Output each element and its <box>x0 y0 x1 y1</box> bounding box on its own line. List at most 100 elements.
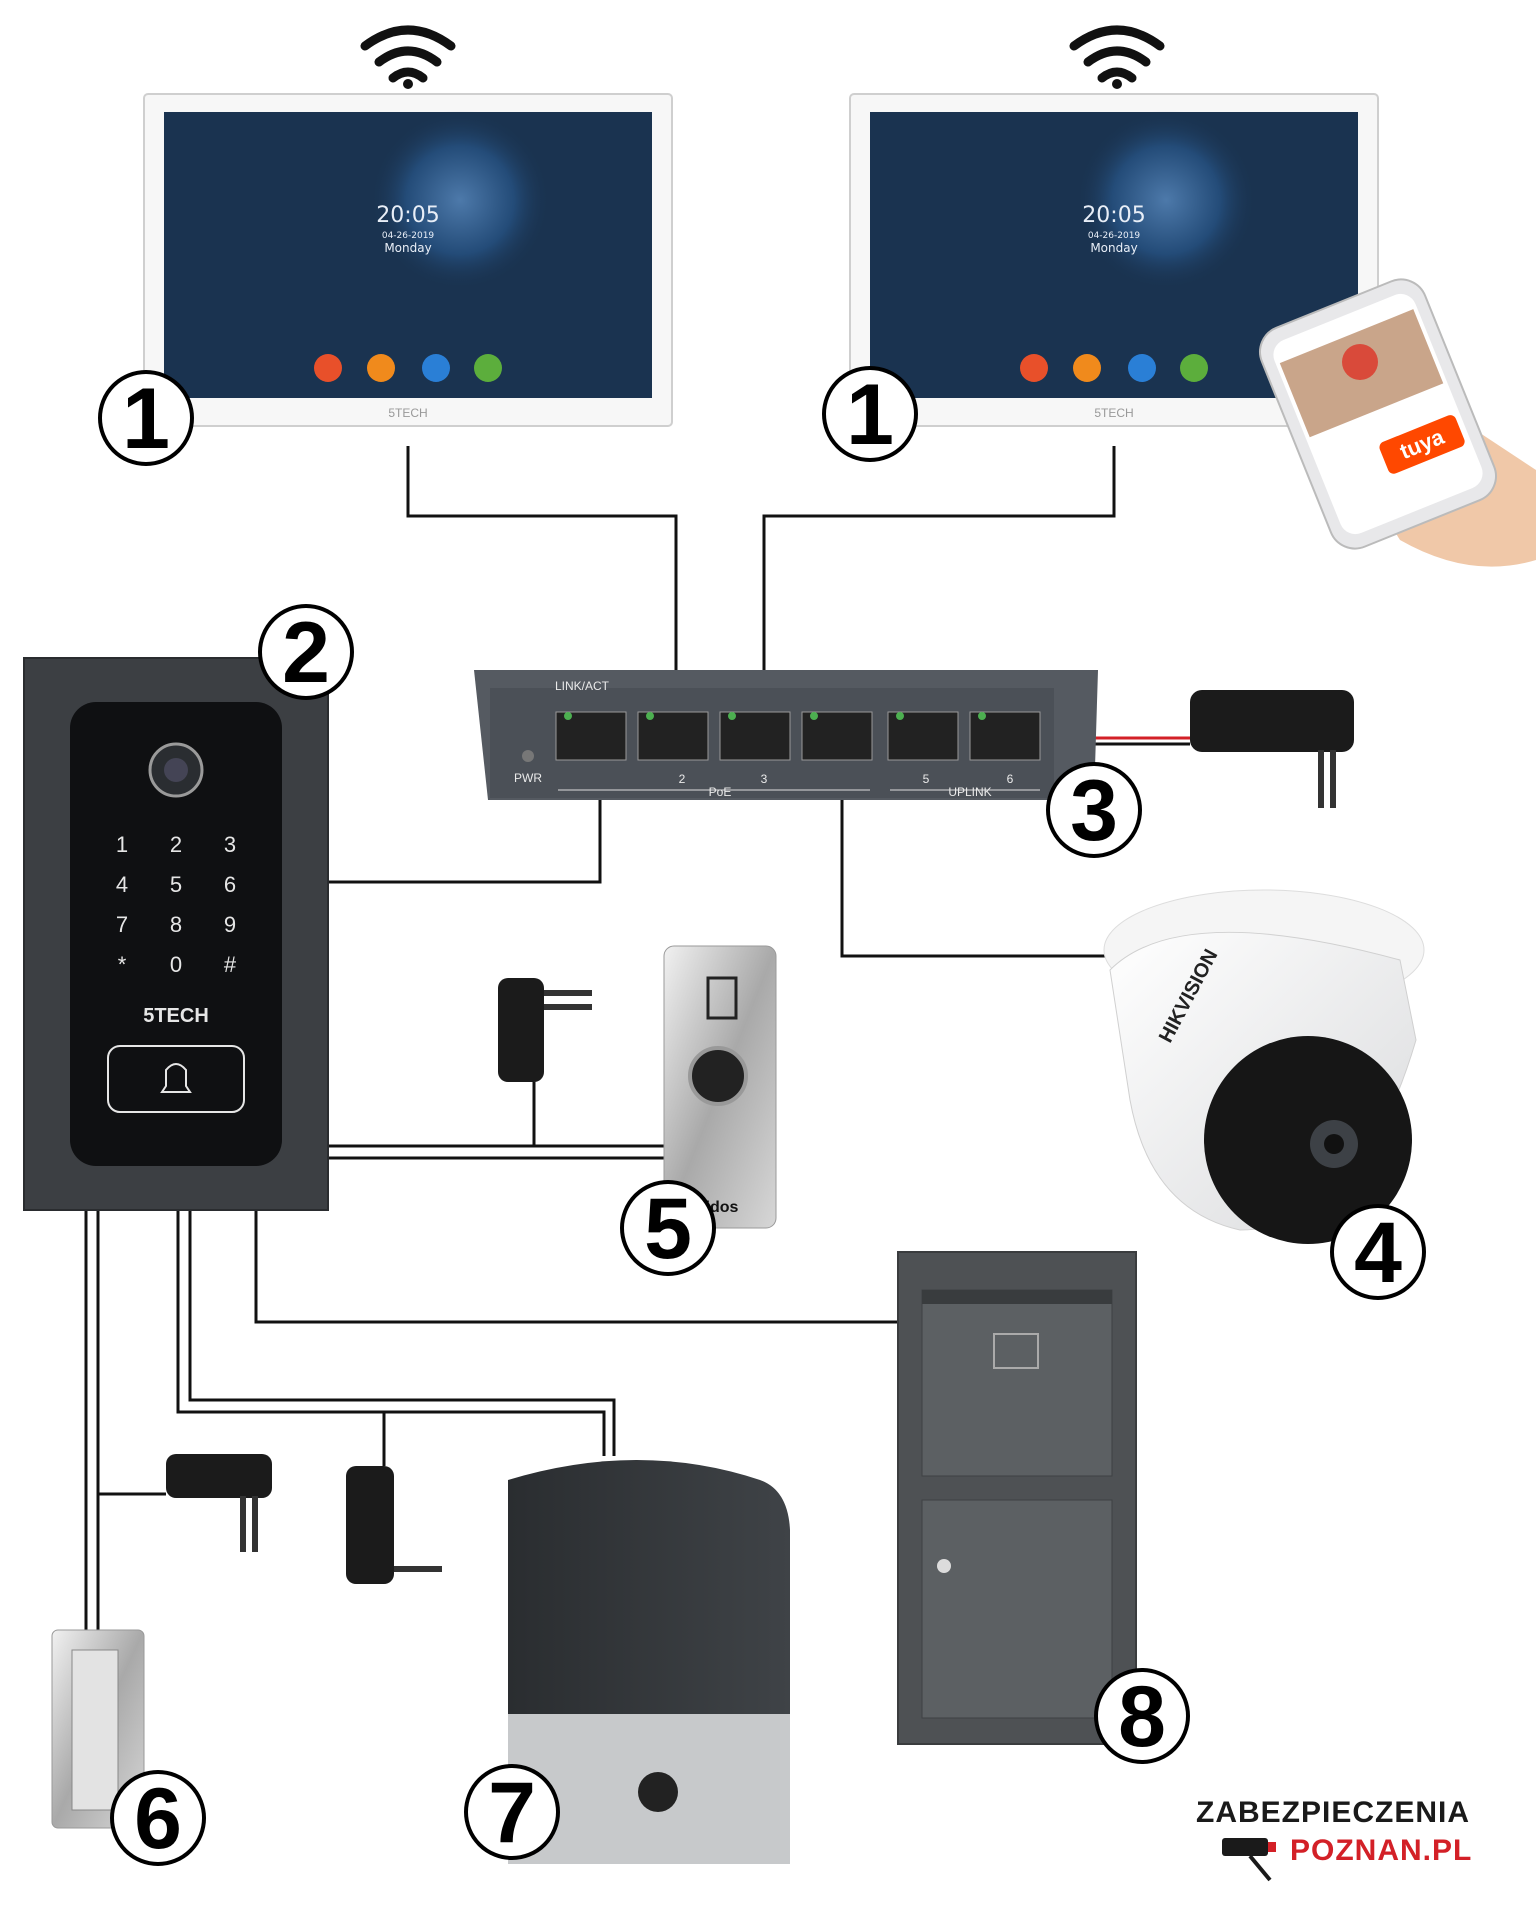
monitor-time: 20:05 <box>376 203 439 228</box>
key-1[interactable]: 1 <box>116 832 128 857</box>
monitor-brand: 5TECH <box>388 406 427 420</box>
bell-icon <box>160 1063 192 1093</box>
parcel-box: 8 <box>897 1251 1190 1765</box>
monitor-day: Monday <box>1090 241 1137 255</box>
rj45-port-2 <box>637 711 709 761</box>
logo-line-2: POZNAN.PL <box>1290 1834 1472 1867</box>
alarm-icon <box>474 354 502 382</box>
call-icon <box>314 354 342 382</box>
smartphone: tuya <box>1259 278 1536 567</box>
monitor-app-icons <box>314 354 502 382</box>
callout-1b <box>822 366 918 462</box>
person-icon <box>1128 354 1156 382</box>
lock-icon[interactable] <box>937 1559 951 1573</box>
callout-7 <box>464 1764 560 1860</box>
exit-button-knob[interactable] <box>688 1046 748 1106</box>
pwr-label: PWR <box>514 771 542 785</box>
logo-line-1: ZABEZPIECZENIA <box>1196 1796 1470 1829</box>
key-3[interactable]: 3 <box>224 832 236 857</box>
cable-switch-camera <box>840 760 1110 958</box>
monitor-time: 20:05 <box>1082 203 1145 228</box>
callout-6 <box>110 1770 206 1866</box>
port-number-3: 3 <box>761 772 768 786</box>
port-number-5: 5 <box>923 772 930 786</box>
cable-monitor2-switch <box>762 446 1116 712</box>
gate-motor-group: 7 <box>346 1460 790 1864</box>
cctv-camera-icon <box>1222 1838 1276 1882</box>
port-number-6: 6 <box>1007 772 1014 786</box>
rj45-port-1 <box>555 711 627 761</box>
monitor-2: 20:05 04-26-2019 Monday 5TECH 1 <box>822 25 1379 463</box>
callout-8 <box>1094 1668 1190 1764</box>
message-icon <box>367 354 395 382</box>
call-icon <box>1020 354 1048 382</box>
door-station-panel <box>70 702 282 1166</box>
rj45-port-3 <box>719 711 791 761</box>
callout-2 <box>258 604 354 700</box>
poe-switch: LINK/ACT PWR 2 3 5 6 PoE UPLINK <box>474 670 1354 859</box>
callout-6-label: 6 <box>134 1771 182 1867</box>
message-icon <box>1073 354 1101 382</box>
psu-motor <box>346 1466 394 1584</box>
psu-strike <box>166 1454 272 1498</box>
rj45-port-4 <box>801 711 873 761</box>
parcel-box-upper <box>921 1289 1113 1477</box>
exit-button-brand: idos <box>706 1199 739 1216</box>
callout-4 <box>1330 1204 1426 1300</box>
key-4[interactable]: 4 <box>116 872 128 897</box>
key-7[interactable]: 7 <box>116 912 128 937</box>
key-5[interactable]: 5 <box>170 872 182 897</box>
key-9[interactable]: 9 <box>224 912 236 937</box>
callout-7-label: 7 <box>488 1765 536 1861</box>
cable-doorstation-parcel <box>254 1210 898 1324</box>
parcel-slot[interactable] <box>922 1290 1112 1304</box>
monitor-day: Monday <box>384 241 431 255</box>
wifi-icon <box>1069 25 1165 89</box>
camera-lens-face <box>1204 1036 1412 1244</box>
exit-button-group: idos 5 <box>498 945 777 1277</box>
monitor-brand: 5TECH <box>1094 406 1133 420</box>
callout-5-label: 5 <box>644 1181 692 1277</box>
cables <box>84 446 1190 1630</box>
rj45-port-6 <box>969 711 1041 761</box>
callout-8-label: 8 <box>1118 1669 1166 1765</box>
key-2[interactable]: 2 <box>170 832 182 857</box>
person-avatar <box>1342 344 1378 380</box>
callout-4-label: 4 <box>1354 1205 1402 1301</box>
cable-doorstation-motor-2 <box>188 1210 616 1456</box>
callout-1a-label: 1 <box>122 371 170 467</box>
monitor-1: 20:05 04-26-2019 Monday 5TECH 1 <box>98 25 673 467</box>
switch-ports <box>555 711 1041 761</box>
rj45-port-5 <box>887 711 959 761</box>
key-0[interactable]: 0 <box>170 952 182 977</box>
keypad: 1 2 3 4 5 6 7 8 9 * 0 # <box>116 832 237 977</box>
power-led <box>522 750 534 762</box>
release-knob[interactable] <box>638 1772 678 1812</box>
wifi-icon <box>360 25 456 89</box>
dome-camera: HIKVISION 4 <box>1103 889 1426 1301</box>
callout-2-label: 2 <box>282 605 330 701</box>
key-8[interactable]: 8 <box>170 912 182 937</box>
door-station: 1 2 3 4 5 6 7 8 9 * 0 # 5TECH 2 <box>23 604 354 1211</box>
door-station-brand: 5TECH <box>143 1005 209 1027</box>
power-adapter <box>1190 690 1354 808</box>
parcel-box-lower <box>921 1499 1113 1719</box>
uplink-label: UPLINK <box>948 785 991 799</box>
key-star[interactable]: * <box>118 952 127 977</box>
callout-1a <box>98 370 194 466</box>
package-icon <box>993 1333 1039 1369</box>
poe-label: PoE <box>709 785 732 799</box>
psu-exit <box>498 978 544 1082</box>
link-act-label: LINK/ACT <box>555 679 610 693</box>
key-6[interactable]: 6 <box>224 872 236 897</box>
callout-3 <box>1046 762 1142 858</box>
monitor-date: 04-26-2019 <box>1088 231 1141 241</box>
alarm-icon <box>1180 354 1208 382</box>
cable-monitor1-switch <box>406 446 678 712</box>
brand-logo: ZABEZPIECZENIA POZNAN.PL <box>1196 1796 1472 1882</box>
key-hash[interactable]: # <box>224 952 237 977</box>
door-exit-icon <box>706 976 738 1020</box>
call-button[interactable] <box>107 1045 245 1113</box>
callout-5 <box>620 1180 716 1276</box>
